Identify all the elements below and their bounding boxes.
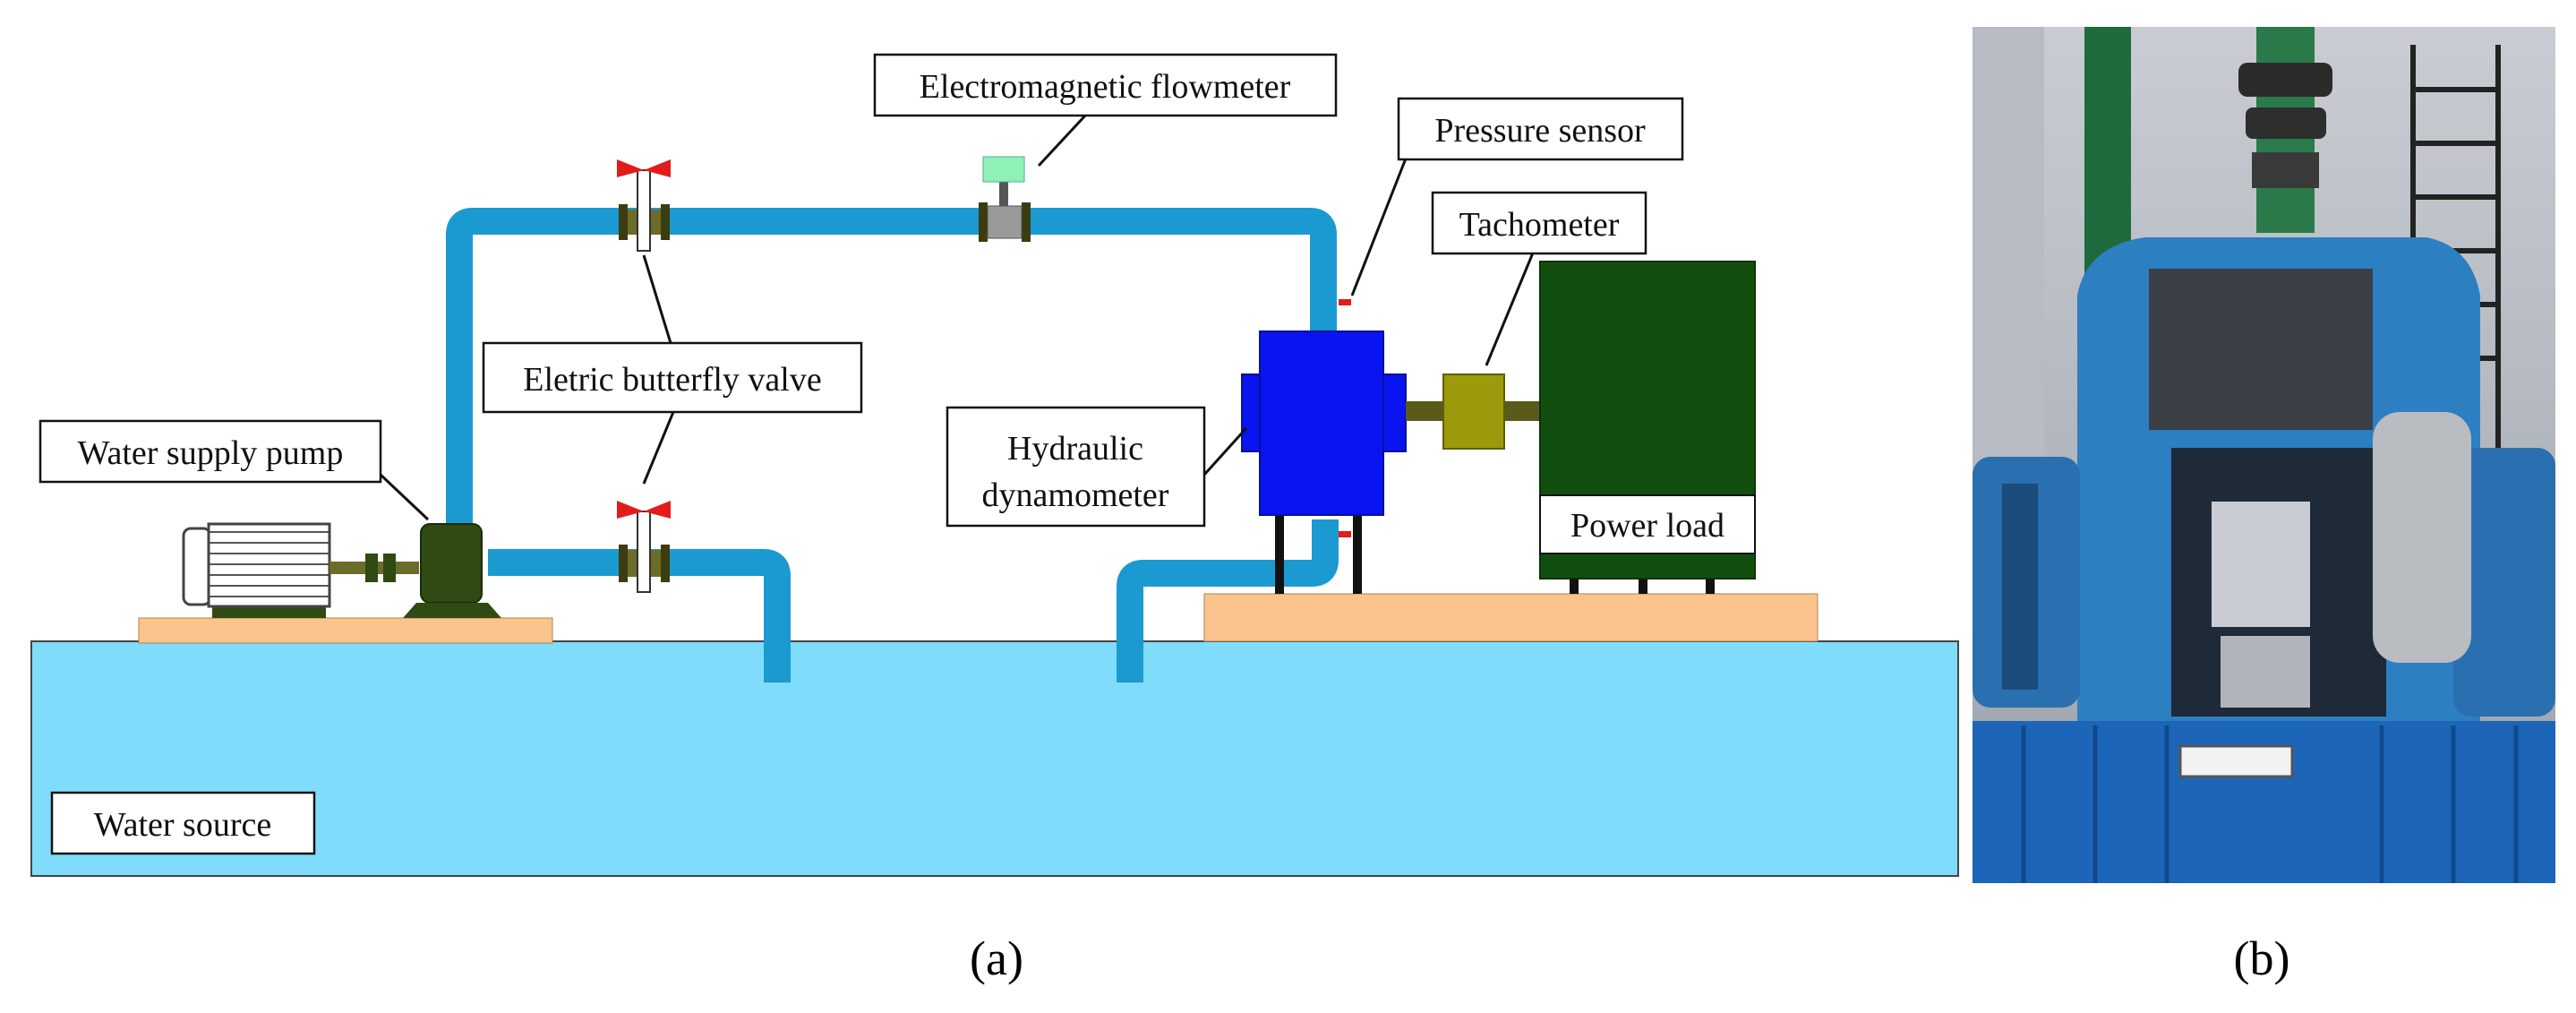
butterfly-valve-upper — [617, 159, 671, 252]
label-flowmeter: Electromagnetic flowmeter — [873, 53, 1338, 117]
valve-handle-red-upper — [617, 159, 671, 177]
panel-a: Electromagnetic flowmeter Pressure senso… — [30, 53, 1959, 985]
water-supply-pump-assembly — [182, 522, 501, 618]
dynamometer-platform — [1203, 593, 1819, 642]
label-power-load-text: Power load — [1570, 507, 1724, 545]
suction-pipe — [488, 549, 791, 682]
label-butterfly-valve: Eletric butterfly valve — [482, 341, 863, 414]
pump-body — [420, 523, 483, 604]
motor-end-cap — [182, 527, 212, 606]
panel-b-photo: (b) — [1973, 27, 2555, 985]
butterfly-valve-lower — [617, 501, 671, 593]
pressure-sensor-tap-lower — [1339, 531, 1351, 537]
label-water-source: Water source — [50, 791, 316, 855]
pump-coupling-2 — [383, 554, 396, 582]
label-butterfly-valve-text: Eletric butterfly valve — [523, 361, 821, 399]
main-pipe — [446, 208, 1337, 542]
suction-pipe-end — [764, 641, 791, 682]
label-power-load: Power load — [1539, 494, 1756, 554]
caption-panel-b: (b) — [2234, 931, 2290, 985]
label-flowmeter-text: Electromagnetic flowmeter — [920, 68, 1291, 106]
label-hydraulic-dynamometer-line2: dynamometer — [982, 476, 1169, 514]
label-hydraulic-dynamometer: Hydraulic dynamometer — [946, 406, 1206, 528]
label-water-source-text: Water source — [94, 806, 271, 844]
flowmeter-head — [982, 156, 1025, 183]
return-pipe-end — [1117, 641, 1143, 682]
label-pressure-sensor-text: Pressure sensor — [1434, 112, 1646, 150]
pump-platform — [138, 617, 553, 644]
label-tachometer: Tachometer — [1431, 191, 1647, 255]
label-water-supply-pump-text: Water supply pump — [78, 434, 344, 472]
water-source-tank — [30, 640, 1959, 877]
tachometer — [1442, 373, 1505, 450]
leader-valve-upper — [642, 254, 672, 344]
leader-pump — [379, 473, 430, 521]
return-pipe — [1117, 519, 1339, 682]
pipe-network — [446, 208, 1339, 682]
leader-flowmeter — [1037, 113, 1088, 167]
hydraulic-dynamometer — [1241, 331, 1407, 594]
pressure-sensor-tap-upper — [1339, 299, 1351, 305]
caption-panel-a: (a) — [970, 931, 1023, 985]
motor-body — [207, 522, 331, 608]
pump-foot — [403, 603, 501, 618]
leader-valve-lower — [642, 411, 675, 485]
photo-nameplate — [2178, 744, 2294, 778]
valve-handle-red-lower — [617, 501, 671, 519]
label-pressure-sensor: Pressure sensor — [1397, 97, 1684, 161]
leader-dynamometer — [1202, 426, 1248, 476]
pump-coupling — [365, 554, 378, 582]
leader-tachometer — [1485, 250, 1536, 366]
label-hydraulic-dynamometer-line1: Hydraulic — [1007, 430, 1143, 468]
leader-lines — [379, 113, 1536, 521]
leader-pressure-sensor — [1350, 158, 1408, 296]
label-tachometer-text: Tachometer — [1459, 206, 1620, 244]
label-water-supply-pump: Water supply pump — [39, 419, 382, 484]
electromagnetic-flowmeter — [979, 156, 1031, 242]
